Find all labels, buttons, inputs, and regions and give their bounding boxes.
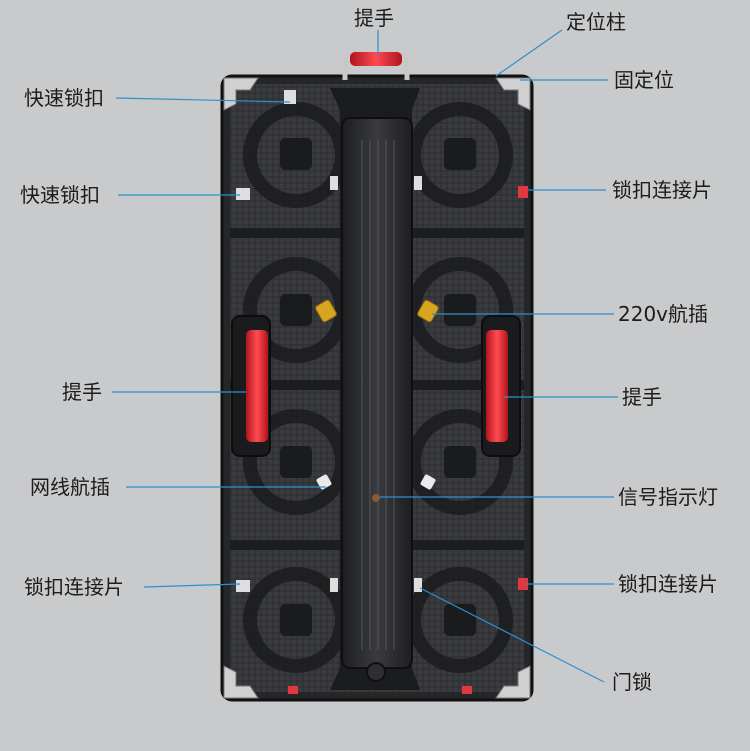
label-fixed-position: 固定位 — [614, 68, 674, 92]
label-lock-connector-right-bottom: 锁扣连接片 — [618, 572, 718, 596]
label-handle-left: 提手 — [62, 380, 102, 404]
label-quick-lock-top: 快速锁扣 — [24, 86, 104, 110]
signal-indicator-light-icon — [372, 494, 380, 502]
label-lock-connector-left-bottom: 锁扣连接片 — [24, 575, 124, 599]
label-handle-right: 提手 — [622, 385, 662, 409]
central-spine — [330, 88, 420, 690]
label-power-socket: 220v航插 — [618, 302, 708, 326]
label-network-socket: 网线航插 — [30, 475, 110, 499]
label-positioning-pin: 定位柱 — [566, 10, 626, 34]
side-handle-right — [482, 316, 520, 456]
door-lock-icon — [367, 663, 385, 681]
label-quick-lock-mid: 快速锁扣 — [20, 183, 100, 207]
side-handle-left — [232, 316, 270, 456]
label-top-handle: 提手 — [354, 6, 394, 30]
label-lock-connector-right-top: 锁扣连接片 — [612, 178, 712, 202]
label-signal-indicator: 信号指示灯 — [618, 485, 718, 509]
label-door-lock: 门锁 — [612, 670, 652, 694]
